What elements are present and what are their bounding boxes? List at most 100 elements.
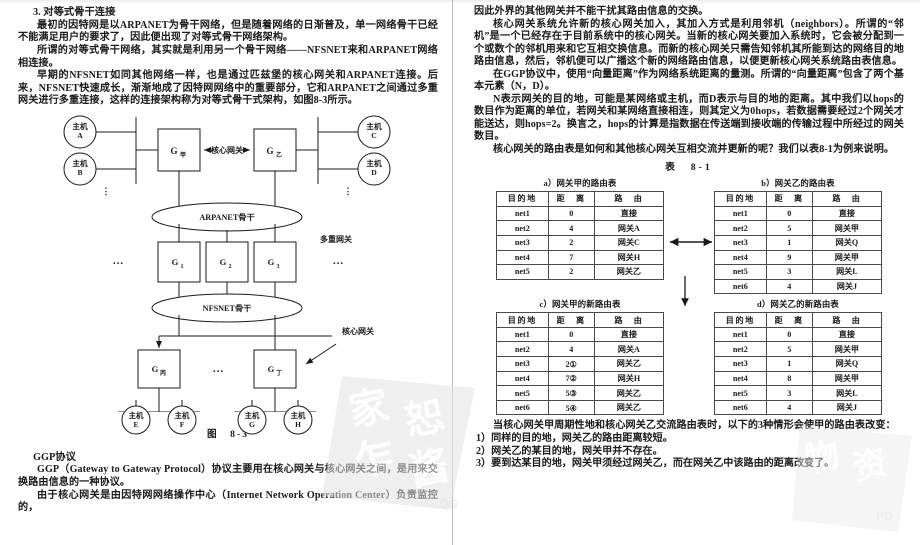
cell-distance: 2① [547, 356, 595, 372]
list-item: 1）同样的目的地，网关乙的路由距离较短。 [476, 433, 673, 445]
gateway-g1-subscript: 1 [181, 264, 184, 270]
cell-distance: 2 [547, 234, 595, 251]
left-column: 3. 对等式骨干连接 最初的因特网是以ARPANET为骨干网络，但是随着网络的日… [0, 0, 452, 545]
closing-paragraph: 当核心网关甲周期性地和核心网关乙交流路由表时，以下的3种情形会使甲的路由表改变： [493, 420, 896, 432]
cell-route: 网关Q [811, 234, 883, 251]
cell-destination: net4 [496, 370, 549, 387]
ellipsis-middle: … [213, 363, 224, 375]
cell-distance: 5③ [547, 385, 595, 401]
table-row: net2 4 网关A [496, 220, 665, 236]
cell-route: 直接 [593, 205, 665, 222]
cell-destination: net2 [496, 341, 549, 358]
table-cell-b: b）网关乙的路由表 目的地 距 离 路 由 net1 0 直接 [692, 177, 904, 295]
host-d-label-line2: D [371, 168, 377, 177]
table-row: net5 3 网关L [714, 264, 883, 280]
gateway-bing-label: G [152, 364, 159, 374]
col-destination: 目的地 [496, 191, 549, 207]
gateway-g2-label: G [220, 257, 227, 267]
cell-distance: 5④ [547, 399, 595, 416]
table-row: net2 4 网关A [496, 341, 665, 358]
cell-distance: 0 [547, 326, 595, 343]
cell-destination: net6 [714, 278, 767, 295]
table-row: net1 0 直接 [496, 205, 665, 222]
host-e-label-line2: E [134, 420, 139, 429]
cell-route: 网关Q [811, 356, 883, 372]
host-g-label-line1: 主机 [245, 411, 260, 420]
cell-route: 网关甲 [811, 249, 883, 266]
host-d-label-line1: 主机 [366, 158, 382, 168]
cell-route: 直接 [811, 326, 883, 343]
table-row: net6 4 网关J [714, 399, 883, 416]
gateway-g2-subscript: 2 [229, 264, 232, 270]
cell-distance: 3 [765, 385, 813, 401]
table-header-row: 目的地 距 离 路 由 [496, 191, 665, 207]
host-c-label-line2: C [371, 131, 376, 140]
cell-route: 网关C [593, 234, 665, 251]
cell-route: 网关甲 [811, 341, 883, 358]
arpanet-backbone-label: ARPANET骨干 [199, 212, 254, 222]
table-header-row: 目的地 距 离 路 由 [714, 312, 883, 328]
host-f-label-line2: F [180, 420, 185, 429]
col-destination: 目的地 [714, 191, 767, 207]
col-distance: 距 离 [765, 312, 813, 328]
vdots-right: ⋮ [344, 186, 353, 196]
figure-bottom-hosts: 主机 E 主机 F 主机 G 主机 H [121, 400, 313, 435]
cell-distance: 9 [765, 249, 813, 266]
col-route: 路 由 [811, 191, 883, 207]
cell-route: 网关J [811, 399, 883, 416]
table-row: net3 1 网关Q [714, 356, 883, 372]
table-c-caption: c）网关甲的新路由表 [539, 300, 621, 310]
paragraph: 早期的NFSNET如同其他网络一样，也是通过匹兹堡的核心网关和ARPANET连接… [18, 70, 438, 107]
table-row: net3 1 网关Q [714, 234, 883, 251]
routing-table-d: 目的地 距 离 路 由 net1 0 直接 net2 5 [714, 312, 883, 416]
column-divider [452, 0, 453, 545]
multi-gateway-label: 多重网关 [320, 234, 352, 244]
cell-route: 网关A [593, 341, 665, 358]
table-row: net4 7② 网关H [496, 370, 665, 387]
cell-route: 网关乙 [593, 264, 665, 280]
gateway-bing-subscript: 丙 [160, 370, 166, 377]
ellipsis-left: … [113, 255, 124, 267]
host-a-label-line2: A [77, 131, 83, 140]
ellipsis-right: … [333, 255, 344, 267]
col-route: 路 由 [811, 312, 883, 328]
table-cell-d: d）网关乙的新路由表 目的地 距 离 路 由 net1 0 直接 [692, 298, 904, 416]
gateway-yi-label: G [266, 146, 273, 156]
cell-route: 网关H [593, 370, 665, 387]
cell-distance: 4 [547, 341, 595, 358]
cell-destination: net3 [714, 234, 767, 251]
exchange-arrow-horizontal [670, 237, 712, 247]
cell-destination: net5 [496, 385, 549, 401]
figure-caption: 图 8-3 [207, 429, 249, 441]
host-b-label-line1: 主机 [72, 158, 88, 168]
cell-route: 网关甲 [811, 220, 883, 236]
cell-distance: 4 [765, 278, 813, 295]
table-row: net1 0 直接 [714, 205, 883, 222]
cell-distance: 7② [547, 370, 595, 387]
cell-destination: net2 [714, 341, 767, 358]
host-h-label-line1: 主机 [291, 411, 306, 420]
table-row: net5 3 网关L [714, 385, 883, 401]
paragraph: 在GGP协议中，使用“向量距离”作为网络系统距离的量测。所谓的“向量距离”包含了… [474, 68, 904, 93]
paragraph: 由于核心网关是由因特网网络操作中心（Internet Network Opera… [18, 489, 438, 513]
gateway-g3-label: G [268, 257, 275, 267]
table-b-caption: b）网关乙的路由表 [761, 179, 835, 189]
page-top-edge [0, 0, 920, 3]
network-topology-diagram: 主机 A 主机 B 主机 C 主机 D G 甲 G 乙 核心网关 ARPANET… [63, 115, 391, 413]
cell-destination: net1 [496, 205, 549, 222]
routing-tables-group: a）网关甲的路由表 目的地 距 离 路 由 net1 0 直接 [474, 177, 904, 416]
table-row: net2 5 网关甲 [714, 220, 883, 236]
conditions-list: 1）同样的目的地，网关乙的路由距离较短。 2）网关乙的某目的地，网关甲并不存在。… [474, 433, 904, 471]
cell-distance: 8 [765, 370, 813, 387]
right-column: 因此外界的其他网关并不能干扰其路由信息的交换。 核心网关系统允许新的核心网关加入… [452, 0, 920, 545]
table-row: net4 7 网关H [496, 249, 665, 266]
routing-table-a: 目的地 距 离 路 由 net1 0 直接 net2 4 [496, 191, 665, 280]
table-title: 表 8-1 [665, 162, 713, 174]
cell-route: 直接 [811, 205, 883, 222]
gateway-ding-subscript: 丁 [276, 370, 282, 377]
cell-route: 网关J [811, 278, 883, 295]
table-row: net5 2 网关乙 [496, 264, 665, 280]
paragraph: 核心网关的路由表是如何和其他核心网关互相交流并更新的呢？我们以表8-1为例来说明… [493, 143, 895, 155]
table-row: net3 2① 网关乙 [496, 356, 665, 372]
